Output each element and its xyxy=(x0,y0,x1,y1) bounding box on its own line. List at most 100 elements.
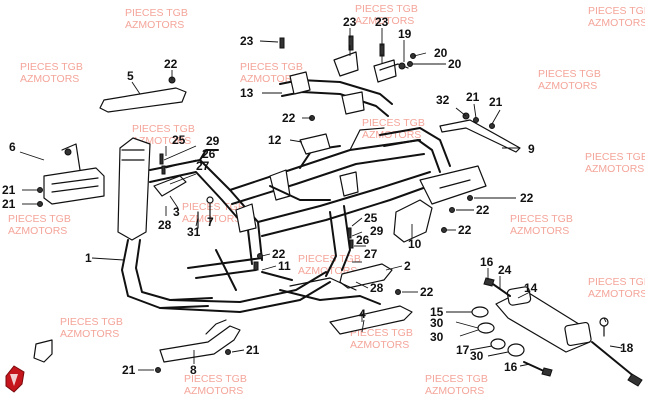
nut-21f xyxy=(155,367,161,373)
side-plate-3 xyxy=(153,175,187,197)
callout-29: 29 xyxy=(206,134,220,148)
callout-7: 7 xyxy=(207,215,214,229)
svg-text:AZMOTORS: AZMOTORS xyxy=(362,129,421,141)
svg-text:PIECES TGB: PIECES TGB xyxy=(20,61,83,73)
lower-bracket-8 xyxy=(159,319,241,363)
callout-4: 4 xyxy=(359,307,366,321)
callout-25: 25 xyxy=(172,133,186,147)
callout-19: 19 xyxy=(398,27,412,41)
svg-text:PIECES TGB: PIECES TGB xyxy=(510,213,573,225)
callout-20: 20 xyxy=(434,46,448,60)
bolt-23b xyxy=(348,35,354,51)
callout-1: 1 xyxy=(85,251,92,265)
callout-group: 1 2 3 4 5 6 7 8 9 10 11 12 13 14 15 16 1… xyxy=(2,15,634,377)
callout-22: 22 xyxy=(164,57,178,71)
callout-5: 5 xyxy=(127,69,134,83)
svg-text:AZMOTORS: AZMOTORS xyxy=(20,73,79,85)
tube-11 xyxy=(261,271,293,281)
bracket-28-lower xyxy=(289,277,357,291)
tgb-shield-logo-icon xyxy=(5,365,25,393)
callout-23c: 23 xyxy=(375,15,389,29)
nut-22g xyxy=(395,289,401,295)
leader-lines xyxy=(19,28,623,371)
bolt-29b xyxy=(349,239,354,249)
svg-text:AZMOTORS: AZMOTORS xyxy=(510,225,569,237)
svg-text:PIECES TGB: PIECES TGB xyxy=(184,373,247,385)
bolt-16-lower xyxy=(523,361,547,373)
callout-15: 15 xyxy=(430,305,444,319)
callout-9: 9 xyxy=(528,142,535,156)
callout-16b: 16 xyxy=(504,360,518,374)
nut-21e xyxy=(225,349,231,355)
callout-22d: 22 xyxy=(476,203,490,217)
callout-22c: 22 xyxy=(520,191,534,205)
svg-text:AZMOTORS: AZMOTORS xyxy=(425,385,484,397)
nut-22c xyxy=(467,195,473,201)
callout-25b: 25 xyxy=(364,211,378,225)
callout-30c: 30 xyxy=(470,349,484,363)
nut-22d xyxy=(449,207,455,213)
nut-20b xyxy=(407,61,413,67)
callout-8: 8 xyxy=(190,363,197,377)
washer-30b xyxy=(507,343,525,357)
svg-text:PIECES TGB: PIECES TGB xyxy=(125,7,188,19)
rear-bracket-10 xyxy=(393,199,433,243)
washer-30a xyxy=(477,322,495,334)
callout-20b: 20 xyxy=(448,57,462,71)
svg-text:AZMOTORS: AZMOTORS xyxy=(60,328,119,340)
callout-21: 21 xyxy=(2,183,16,197)
plate-5 xyxy=(99,87,187,113)
callout-12: 12 xyxy=(268,133,282,147)
nut-21d xyxy=(37,201,43,207)
callout-18: 18 xyxy=(620,341,634,355)
callout-22b: 22 xyxy=(282,111,296,125)
svg-text:PIECES TGB: PIECES TGB xyxy=(240,61,303,73)
upper-carrier-13 xyxy=(279,51,409,117)
bolt-22h xyxy=(253,261,259,271)
svg-text:AZMOTORS: AZMOTORS xyxy=(184,385,243,397)
engine-mount-assembly xyxy=(471,277,643,387)
callout-21c: 21 xyxy=(466,90,480,104)
callout-10: 10 xyxy=(408,237,422,251)
bolt-23a xyxy=(279,37,285,49)
callout-3: 3 xyxy=(173,205,180,219)
callout-28b: 28 xyxy=(370,281,384,295)
washer-17 xyxy=(490,338,506,350)
nut-21c xyxy=(37,187,43,193)
bolt-25a xyxy=(159,153,164,165)
svg-text:PIECES TGB: PIECES TGB xyxy=(538,68,601,80)
svg-text:AZMOTORS: AZMOTORS xyxy=(350,339,409,351)
callout-29b: 29 xyxy=(370,224,384,238)
callout-21b: 21 xyxy=(2,197,16,211)
callout-28: 28 xyxy=(158,218,172,232)
svg-text:AZMOTORS: AZMOTORS xyxy=(588,17,645,29)
svg-text:PIECES TGB: PIECES TGB xyxy=(355,3,418,15)
svg-text:AZMOTORS: AZMOTORS xyxy=(240,73,299,85)
svg-text:PIECES TGB: PIECES TGB xyxy=(350,327,413,339)
callout-22e: 22 xyxy=(458,223,472,237)
callout-26b: 26 xyxy=(356,233,370,247)
svg-text:AZMOTORS: AZMOTORS xyxy=(8,225,67,237)
svg-text:PIECES TGB: PIECES TGB xyxy=(362,117,425,129)
svg-text:PIECES TGB: PIECES TGB xyxy=(298,253,361,265)
callout-30: 30 xyxy=(430,316,444,330)
svg-text:PIECES TGB: PIECES TGB xyxy=(182,201,245,213)
callout-21f: 21 xyxy=(122,363,136,377)
long-bolt-18 xyxy=(591,341,637,379)
bushing-right xyxy=(564,321,592,347)
callout-21e: 21 xyxy=(246,343,260,357)
svg-text:PIECES TGB: PIECES TGB xyxy=(60,316,123,328)
